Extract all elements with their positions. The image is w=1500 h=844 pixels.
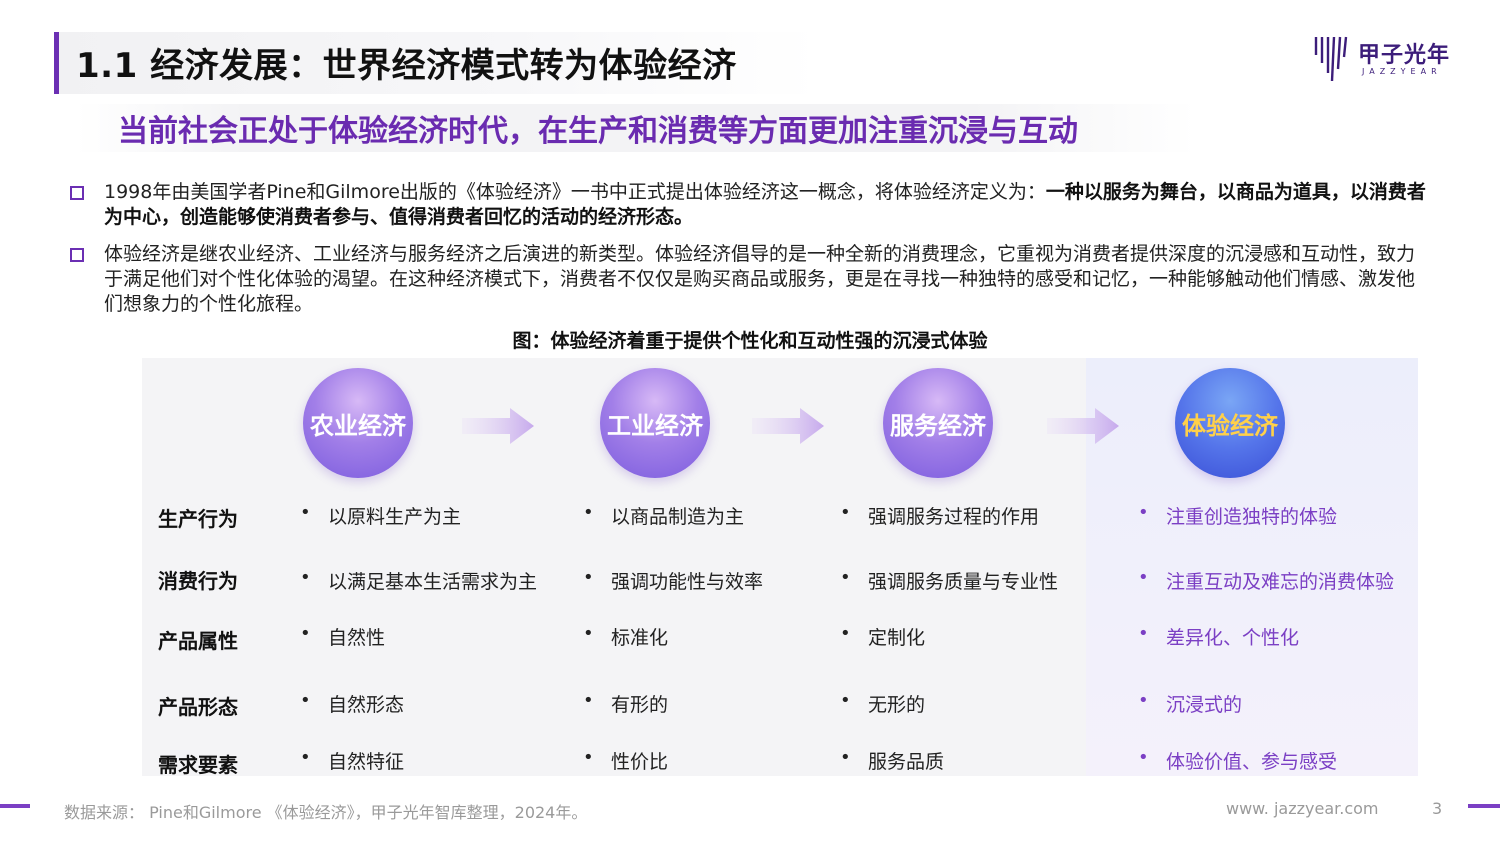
arrow-right-icon bbox=[1047, 408, 1119, 444]
cell-bullet: • bbox=[300, 690, 311, 711]
brand-logo: 甲子光年 JAZZYEAR bbox=[1312, 33, 1452, 83]
cell-bullet: • bbox=[840, 623, 851, 644]
title-accent-bar bbox=[54, 32, 59, 94]
table-cell: • 强调服务过程的作用 bbox=[840, 502, 1040, 529]
stage-industry: 工业经济 bbox=[600, 368, 710, 478]
row-label-demand: 需求要素 bbox=[158, 753, 238, 777]
table-cell: • 自然性 bbox=[300, 623, 386, 650]
table-cell: • 有形的 bbox=[583, 690, 669, 717]
cell-text: 以商品制造为主 bbox=[611, 506, 745, 528]
table-cell: • 自然形态 bbox=[300, 690, 405, 717]
cell-bullet: • bbox=[300, 623, 311, 644]
cell-bullet: • bbox=[300, 747, 311, 768]
cell-text: 强调服务过程的作用 bbox=[868, 506, 1040, 528]
arrow-right-icon bbox=[752, 408, 824, 444]
cell-text: 标准化 bbox=[611, 627, 669, 649]
table-cell: • 沉浸式的 bbox=[1138, 690, 1243, 717]
footer-accent-left bbox=[0, 804, 30, 808]
square-bullet-icon bbox=[70, 186, 84, 200]
table-cell: • 无形的 bbox=[840, 690, 926, 717]
stage-service: 服务经济 bbox=[883, 368, 993, 478]
cell-bullet: • bbox=[1138, 623, 1149, 644]
cell-bullet: • bbox=[1138, 567, 1149, 588]
cell-text: 自然特征 bbox=[328, 751, 405, 773]
table-cell: • 体验价值、参与感受 bbox=[1138, 747, 1338, 774]
cell-bullet: • bbox=[583, 747, 594, 768]
cell-text: 强调服务质量与专业性 bbox=[868, 571, 1059, 593]
table-cell: • 以满足基本生活需求为主 bbox=[300, 567, 538, 594]
cell-bullet: • bbox=[840, 502, 851, 523]
page-number: 3 bbox=[1432, 799, 1443, 818]
cell-bullet: • bbox=[1138, 690, 1149, 711]
row-label-form: 产品形态 bbox=[158, 695, 238, 719]
footer-accent-right bbox=[1468, 804, 1500, 808]
bullet-text: 体验经济是继农业经济、工业经济与服务经济之后演进的新类型。体验经济倡导的是一种全… bbox=[104, 243, 1416, 315]
website-link[interactable]: www. jazzyear.com bbox=[1226, 799, 1379, 818]
subtitle-background bbox=[76, 104, 1196, 152]
stage-agriculture: 农业经济 bbox=[303, 368, 413, 478]
table-cell: • 以原料生产为主 bbox=[300, 502, 462, 529]
bullet-text: 1998年由美国学者Pine和Gilmore出版的《体验经济》一书中正式提出体验… bbox=[104, 180, 1430, 230]
bullet-definition: 1998年由美国学者Pine和Gilmore出版的《体验经济》一书中正式提出体验… bbox=[70, 180, 1430, 230]
cell-bullet: • bbox=[583, 623, 594, 644]
table-cell: • 强调服务质量与专业性 bbox=[840, 567, 1059, 594]
table-cell: • 性价比 bbox=[583, 747, 669, 774]
page-title: 1.1 经济发展：世界经济模式转为体验经济 bbox=[76, 46, 737, 86]
cell-bullet: • bbox=[840, 567, 851, 588]
cell-bullet: • bbox=[583, 690, 594, 711]
cell-text: 无形的 bbox=[868, 694, 926, 716]
table-cell: • 注重互动及难忘的消费体验 bbox=[1138, 567, 1395, 594]
table-cell: • 定制化 bbox=[840, 623, 926, 650]
figure-caption: 图：体验经济着重于提供个性化和互动性强的沉浸式体验 bbox=[512, 330, 988, 352]
cell-text: 沉浸式的 bbox=[1166, 694, 1243, 716]
cell-bullet: • bbox=[300, 567, 311, 588]
cell-bullet: • bbox=[840, 747, 851, 768]
title-background bbox=[59, 32, 819, 94]
table-cell: • 以商品制造为主 bbox=[583, 502, 745, 529]
cell-text: 强调功能性与效率 bbox=[611, 571, 764, 593]
bullet-experience-economy: 体验经济是继农业经济、工业经济与服务经济之后演进的新类型。体验经济倡导的是一种全… bbox=[70, 242, 1430, 317]
table-cell: • 标准化 bbox=[583, 623, 669, 650]
bullet-text-bold: 一种以服务为舞台，以商品为道具，以消费者为中心，创造能够使消费者参与、值得消费者… bbox=[104, 181, 1426, 228]
cell-text: 自然形态 bbox=[328, 694, 405, 716]
square-bullet-icon bbox=[70, 248, 84, 262]
table-cell: • 自然特征 bbox=[300, 747, 405, 774]
table-cell: • 差异化、个性化 bbox=[1138, 623, 1300, 650]
table-cell: • 服务品质 bbox=[840, 747, 945, 774]
cell-text: 差异化、个性化 bbox=[1166, 627, 1300, 649]
cell-bullet: • bbox=[583, 567, 594, 588]
cell-text: 以原料生产为主 bbox=[328, 506, 462, 528]
bullet-text-plain: 1998年由美国学者Pine和Gilmore出版的《体验经济》一书中正式提出体验… bbox=[104, 181, 1046, 203]
page-subtitle: 当前社会正处于体验经济时代，在生产和消费等方面更加注重沉浸与互动 bbox=[118, 114, 1078, 149]
cell-text: 体验价值、参与感受 bbox=[1166, 751, 1338, 773]
cell-bullet: • bbox=[1138, 502, 1149, 523]
cell-text: 自然性 bbox=[328, 627, 386, 649]
cell-text: 注重互动及难忘的消费体验 bbox=[1166, 571, 1395, 593]
data-source: 数据来源： Pine和Gilmore 《体验经济》，甲子光年智库整理，2024年… bbox=[64, 803, 588, 822]
row-label-production: 生产行为 bbox=[158, 507, 238, 531]
cell-text: 定制化 bbox=[868, 627, 926, 649]
arrow-right-icon bbox=[462, 408, 534, 444]
logo-sub: JAZZYEAR bbox=[1362, 67, 1442, 76]
cell-text: 以满足基本生活需求为主 bbox=[328, 571, 538, 593]
stage-experience: 体验经济 bbox=[1175, 368, 1285, 478]
cell-text: 注重创造独特的体验 bbox=[1166, 506, 1338, 528]
jazzyear-logo-icon bbox=[1314, 36, 1348, 82]
cell-bullet: • bbox=[1138, 747, 1149, 768]
cell-text: 有形的 bbox=[611, 694, 669, 716]
row-label-consumption: 消费行为 bbox=[158, 569, 238, 593]
cell-bullet: • bbox=[583, 502, 594, 523]
cell-text: 性价比 bbox=[611, 751, 669, 773]
table-cell: • 注重创造独特的体验 bbox=[1138, 502, 1338, 529]
cell-bullet: • bbox=[840, 690, 851, 711]
table-cell: • 强调功能性与效率 bbox=[583, 567, 764, 594]
cell-text: 服务品质 bbox=[868, 751, 945, 773]
cell-bullet: • bbox=[300, 502, 311, 523]
logo-name: 甲子光年 bbox=[1358, 43, 1451, 68]
row-label-attribute: 产品属性 bbox=[158, 629, 238, 653]
